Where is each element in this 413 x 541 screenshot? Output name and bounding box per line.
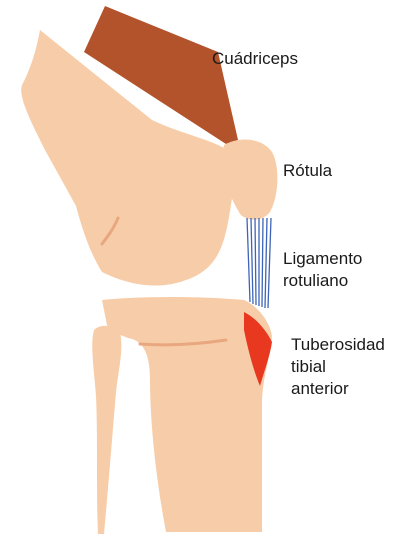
quadriceps-label-text: Cuádriceps: [212, 48, 298, 70]
fibula-bone: [92, 326, 121, 534]
patella-label-text: Rótula: [283, 160, 332, 182]
tibial-tuberosity-label-line-3: anterior: [291, 378, 385, 400]
patellar-ligament-label-line-1: Ligamento: [283, 248, 362, 270]
patella-label: Rótula: [283, 160, 332, 182]
patellar-ligament-label: Ligamento rotuliano: [283, 248, 362, 292]
tibial-tuberosity-label-line-2: tibial: [291, 356, 385, 378]
patellar-ligament: [247, 218, 271, 308]
patellar-ligament-label-line-2: rotuliano: [283, 270, 362, 292]
tibial-tuberosity-label-line-1: Tuberosidad: [291, 334, 385, 356]
tibial-tuberosity-label: Tuberosidad tibial anterior: [291, 334, 385, 400]
quadriceps-label: Cuádriceps: [212, 48, 298, 70]
